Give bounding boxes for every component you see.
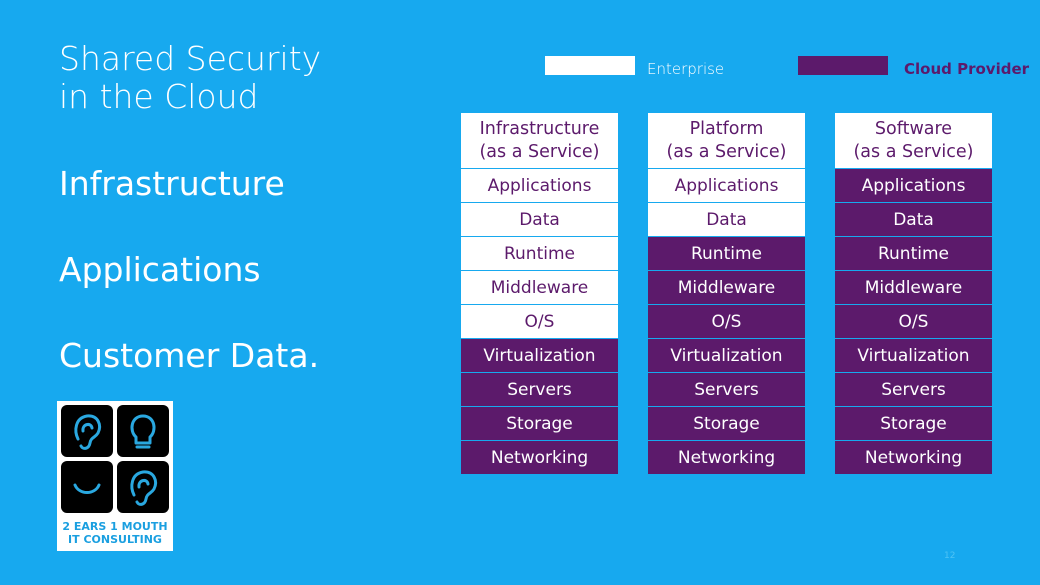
layer-cell-networking: Networking bbox=[461, 440, 618, 474]
slide-title-line1: Shared Security bbox=[59, 39, 322, 78]
column-header: Infrastructure (as a Service) bbox=[461, 113, 618, 168]
layer-cell-storage: Storage bbox=[461, 406, 618, 440]
layer-cell-data: Data bbox=[835, 202, 992, 236]
company-logo: 2 EARS 1 MOUTH IT CONSULTING bbox=[57, 401, 173, 551]
layer-cell-runtime: Runtime bbox=[461, 236, 618, 270]
column-iaas: Infrastructure (as a Service) Applicatio… bbox=[461, 113, 618, 474]
column-header: Platform (as a Service) bbox=[648, 113, 805, 168]
slide-title-line2: in the Cloud bbox=[59, 77, 259, 116]
layer-cell-o-s: O/S bbox=[835, 304, 992, 338]
column-header-line2: (as a Service) bbox=[853, 142, 974, 162]
layer-cell-runtime: Runtime bbox=[648, 236, 805, 270]
logo-text-line1: 2 EARS 1 MOUTH bbox=[62, 520, 168, 533]
layer-cell-middleware: Middleware bbox=[648, 270, 805, 304]
legend-enterprise-label: Enterprise bbox=[647, 60, 725, 78]
legend-provider-swatch bbox=[798, 56, 888, 75]
legend-enterprise-swatch bbox=[545, 56, 635, 75]
smile-mouth-icon bbox=[61, 461, 113, 513]
column-header-line1: Infrastructure bbox=[479, 119, 600, 139]
layer-cell-data: Data bbox=[461, 202, 618, 236]
layer-cell-applications: Applications bbox=[648, 168, 805, 202]
layer-cell-middleware: Middleware bbox=[461, 270, 618, 304]
layer-cell-servers: Servers bbox=[461, 372, 618, 406]
ear-icon bbox=[61, 405, 113, 457]
point-customer-data: Customer Data. bbox=[59, 336, 320, 375]
legend-provider-label: Cloud Provider bbox=[904, 60, 1030, 78]
logo-text-line2: IT CONSULTING bbox=[68, 533, 162, 546]
ear-icon bbox=[117, 461, 169, 513]
layer-cell-storage: Storage bbox=[835, 406, 992, 440]
column-header-line2: (as a Service) bbox=[666, 142, 787, 162]
column-header: Software (as a Service) bbox=[835, 113, 992, 168]
layer-cell-data: Data bbox=[648, 202, 805, 236]
slide-title: Shared Security in the Cloud bbox=[59, 40, 321, 116]
layer-cell-o-s: O/S bbox=[648, 304, 805, 338]
lightbulb-icon bbox=[117, 405, 169, 457]
column-header-line2: (as a Service) bbox=[479, 142, 600, 162]
layer-cell-virtualization: Virtualization bbox=[835, 338, 992, 372]
layer-cell-virtualization: Virtualization bbox=[648, 338, 805, 372]
layer-cell-virtualization: Virtualization bbox=[461, 338, 618, 372]
layer-cell-networking: Networking bbox=[648, 440, 805, 474]
column-header-line1: Software bbox=[874, 119, 953, 139]
point-applications: Applications bbox=[59, 250, 261, 289]
layer-cell-servers: Servers bbox=[648, 372, 805, 406]
page-number: 12 bbox=[944, 551, 956, 561]
layer-cell-networking: Networking bbox=[835, 440, 992, 474]
layer-cell-middleware: Middleware bbox=[835, 270, 992, 304]
layer-cell-storage: Storage bbox=[648, 406, 805, 440]
column-header-line1: Platform bbox=[689, 119, 764, 139]
logo-text: 2 EARS 1 MOUTH IT CONSULTING bbox=[57, 520, 173, 546]
layer-cell-applications: Applications bbox=[835, 168, 992, 202]
layer-cell-runtime: Runtime bbox=[835, 236, 992, 270]
layer-cell-applications: Applications bbox=[461, 168, 618, 202]
point-infrastructure: Infrastructure bbox=[59, 164, 285, 203]
layer-cell-servers: Servers bbox=[835, 372, 992, 406]
layer-cell-o-s: O/S bbox=[461, 304, 618, 338]
